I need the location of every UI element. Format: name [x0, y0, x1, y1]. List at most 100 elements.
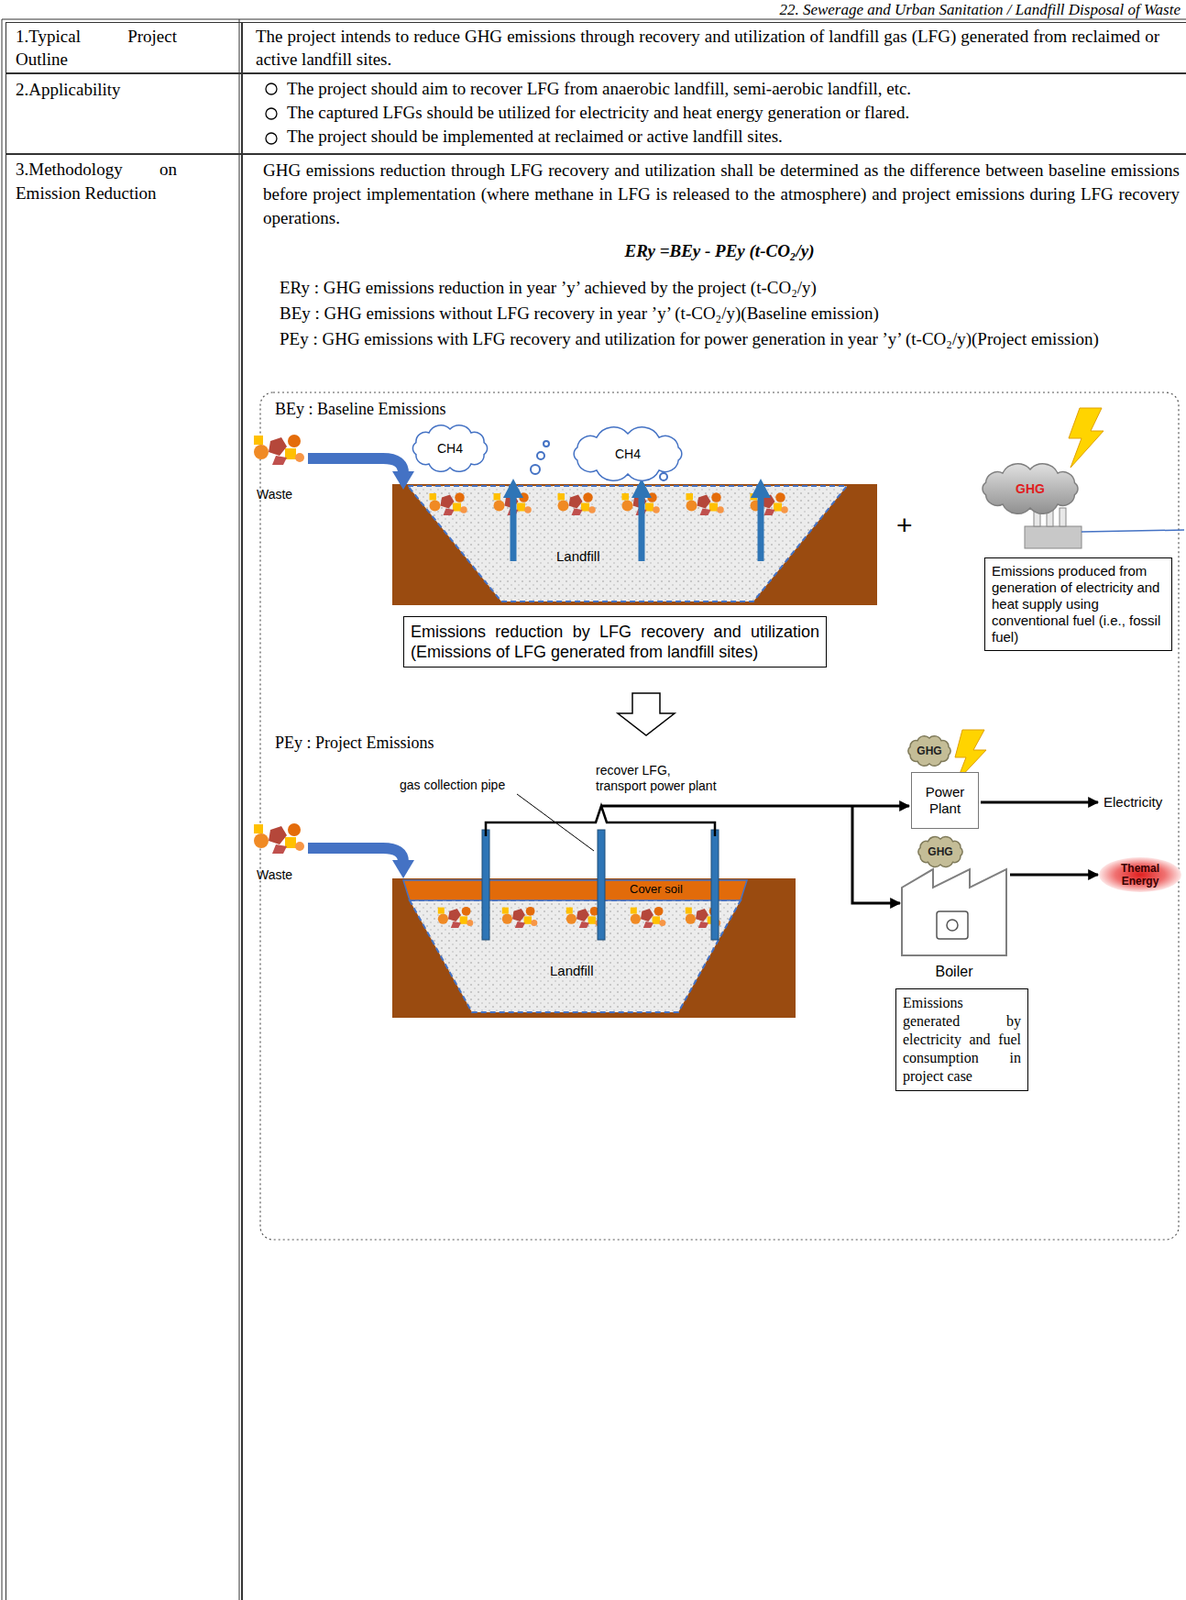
- leader-line: [516, 793, 594, 851]
- table-cell: The project intends to reduce GHG emissi…: [241, 21, 1186, 74]
- table-rule: [1, 19, 1186, 21]
- bullet: [265, 108, 277, 120]
- up-arrow: [510, 494, 517, 561]
- up-arrow-head: [631, 478, 652, 498]
- cell-text: ERy : GHG emissions reduction in year ’y…: [279, 275, 1186, 300]
- waste-layer: [630, 906, 667, 928]
- gas-flow-arrow: [852, 805, 901, 903]
- bubble: [537, 451, 545, 460]
- cover-soil: [403, 879, 747, 901]
- dump-arrow-head: [392, 859, 415, 879]
- station-building: [1024, 526, 1082, 549]
- up-arrow-head: [503, 478, 524, 498]
- diagram-label: gas collection pipe: [399, 777, 506, 793]
- dump-arrow: [307, 458, 404, 473]
- cloud-shape: [908, 735, 951, 767]
- table-cell: 1.Typical Project Outline: [5, 21, 242, 74]
- table-cell: 3.Methodology on Emission Reduction: [5, 153, 242, 1600]
- thermal-energy-ellipse: Themal Energy: [1098, 856, 1183, 893]
- gas-pipe: [711, 829, 719, 940]
- cell-text: PEy : GHG emissions with LFG recovery an…: [279, 327, 1186, 352]
- gas-label: GHG: [927, 845, 953, 858]
- dump-arrow: [307, 847, 404, 862]
- cell-text: The captured LFGs should be utilized for…: [286, 100, 1160, 125]
- ground: [392, 878, 796, 1018]
- table-rules: [1, 19, 1186, 1600]
- diagram-label: Waste: [256, 486, 293, 503]
- boiler-unit: [936, 911, 968, 939]
- diagram-label: Landfill: [556, 548, 601, 565]
- gas-label: GHG: [1015, 481, 1045, 496]
- gas-cloud: CH4: [407, 422, 493, 474]
- gas-pipes: [482, 829, 719, 940]
- cell-text: BEy : GHG emissions without LFG recovery…: [279, 301, 1186, 326]
- waste-layer: [429, 492, 468, 516]
- diagram-label: Landfill: [549, 962, 594, 979]
- waste-layer: [566, 906, 603, 928]
- landfill-outline: [409, 900, 741, 1012]
- waste-layer: [502, 906, 539, 928]
- table-rule: [239, 19, 241, 1600]
- lightning: [1068, 407, 1104, 468]
- bracket: [485, 805, 715, 836]
- gas-cloud: CH4: [568, 427, 688, 481]
- box-text: Power Plant: [918, 783, 972, 817]
- bubble: [543, 440, 550, 447]
- gas-pipe: [597, 829, 605, 940]
- cell-text: The project should aim to recover LFG fr…: [286, 76, 1160, 101]
- cell-text: The project should be implemented at rec…: [286, 124, 1160, 149]
- box-text: Emissions produced from generation of el…: [991, 562, 1165, 646]
- gas-pipe: [482, 829, 490, 940]
- hollow-arrow: [617, 692, 675, 736]
- running-header: 22. Sewerage and Urban Sanitation / Land…: [779, 0, 1181, 20]
- boiler-burner: [946, 919, 958, 931]
- waste-layer: [686, 492, 725, 516]
- text-box: Power Plant: [911, 771, 979, 829]
- dashed-frame: [260, 392, 1179, 1240]
- up-arrow: [757, 494, 765, 561]
- bullet: [265, 132, 277, 144]
- up-arrow: [638, 494, 646, 561]
- waste-layer: [438, 906, 474, 928]
- waste-pile: [253, 434, 305, 465]
- cloud-shape: [918, 836, 963, 868]
- landfill-body: [407, 485, 847, 602]
- gas-cloud: GHG: [977, 462, 1084, 515]
- cloud-shape: [982, 463, 1078, 515]
- energy-label: Themal Energy: [1115, 861, 1165, 888]
- gas-cloud: GHG: [902, 731, 956, 770]
- table-rule: [1, 19, 3, 1600]
- gas-flow-arrow: [601, 804, 910, 808]
- flow-arrow: [1010, 873, 1099, 877]
- bubble: [659, 472, 668, 481]
- chimney: [1059, 507, 1066, 527]
- diagram-label: Waste: [256, 867, 293, 883]
- bubble: [530, 464, 540, 474]
- text-box: Emissions reduction by LFG recovery and …: [403, 615, 827, 668]
- cloud-shape: [573, 427, 682, 481]
- methane-arrows: [503, 478, 771, 561]
- diagram-label: BEy : Baseline Emissions: [274, 399, 447, 419]
- bullets: [265, 83, 277, 144]
- table-cell: The project should aim to recover LFG fr…: [241, 73, 1186, 154]
- ground: [392, 483, 878, 605]
- waste-layer: [558, 492, 596, 516]
- boiler-house: [901, 868, 1007, 956]
- landfill-outline: [407, 485, 847, 602]
- cell-text: GHG emissions reduction through LFG reco…: [263, 158, 1180, 231]
- power-line: [1081, 529, 1185, 532]
- electricity-arrow: [980, 801, 1099, 804]
- diagram-label: +: [896, 511, 913, 539]
- cell-text: 1.Typical Project Outline: [15, 24, 177, 71]
- table-cell: GHG emissions reduction through LFG reco…: [241, 153, 1186, 1600]
- text-box: Emissions produced from generation of el…: [984, 557, 1173, 651]
- text-box: Emissions generated by electricity and f…: [895, 988, 1029, 1091]
- diagram-label: Electricity: [1103, 793, 1163, 811]
- landfill-body: [409, 900, 741, 1012]
- cell-text: ERy =BEy - PEy (t-CO₂/y): [517, 241, 922, 262]
- gas-label: CH4: [437, 440, 463, 456]
- up-arrow-head: [750, 478, 771, 498]
- heat-glow: [1098, 856, 1182, 892]
